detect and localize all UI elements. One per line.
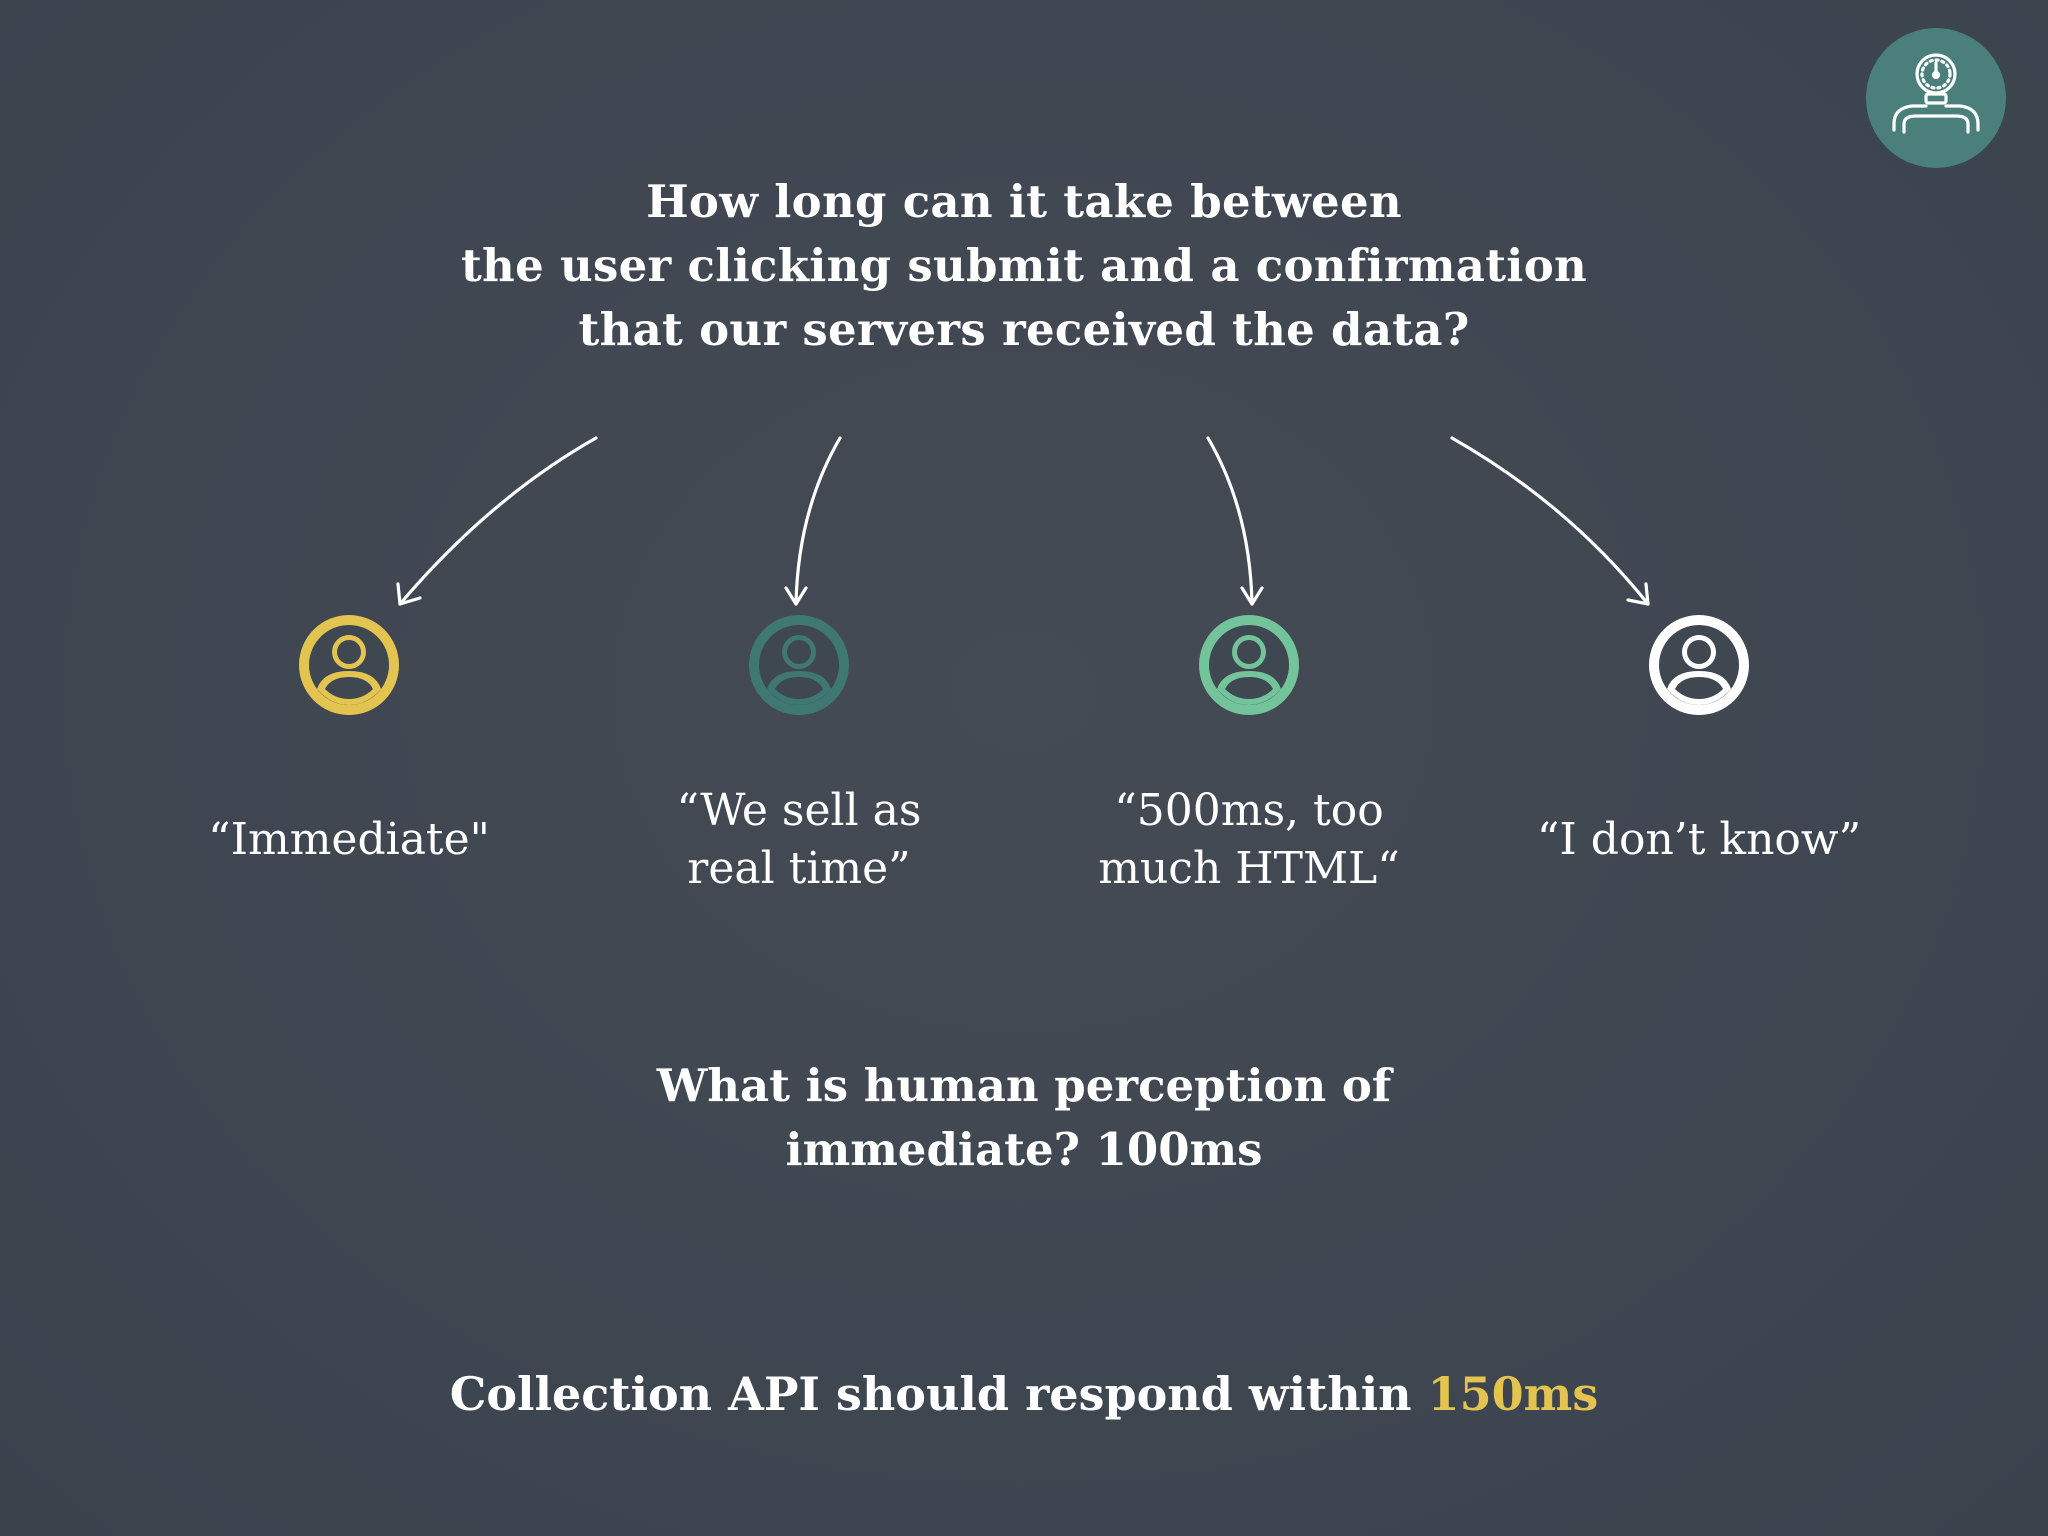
arrow-1 [396,436,598,606]
persona-real-time: “We sell as real time” [599,615,999,894]
logo-badge [1866,28,2006,168]
persona-quote-text: “Immediate" [208,814,490,865]
persona-quote: “500ms, too much HTML“ [1049,775,1449,905]
persona-quote: “I don’t know” [1499,775,1899,905]
avatar [1199,615,1299,715]
question-line: the user clicking submit and a confirmat… [460,239,1588,292]
arrow-3 [1206,436,1264,606]
avatar [1649,615,1749,715]
persona-immediate: “Immediate" [149,615,549,865]
avatar [299,615,399,715]
persona-quote-text: “500ms, too much HTML“ [1098,785,1400,894]
perception-line: immediate? 100ms [785,1123,1263,1176]
perception-line: What is human perception of [656,1059,1392,1112]
avatar [749,615,849,715]
user-icon [1199,615,1299,715]
user-icon [749,615,849,715]
persona-dont-know: “I don’t know” [1499,615,1899,865]
conclusion-text: Collection API should respond within [449,1367,1428,1421]
arrow-2 [784,436,842,606]
arrow-4 [1450,436,1650,606]
user-icon [299,615,399,715]
persona-quote-text: “We sell as real time” [676,785,922,894]
perception-heading: What is human perception of immediate? 1… [424,1054,1624,1182]
speed-tester-icon [1892,53,1980,134]
conclusion-highlight: 150ms [1427,1367,1599,1421]
conclusion: Collection API should respond within 150… [224,1362,1824,1426]
user-icon [1649,615,1749,715]
persona-quote-text: “I don’t know” [1536,814,1862,865]
question-heading: How long can it take between the user cl… [324,170,1724,362]
persona-quote: “We sell as real time” [599,775,999,905]
question-line: How long can it take between [646,175,1402,228]
persona-quote: “Immediate" [149,775,549,905]
persona-500ms: “500ms, too much HTML“ [1049,615,1449,894]
question-line: that our servers received the data? [578,303,1470,356]
